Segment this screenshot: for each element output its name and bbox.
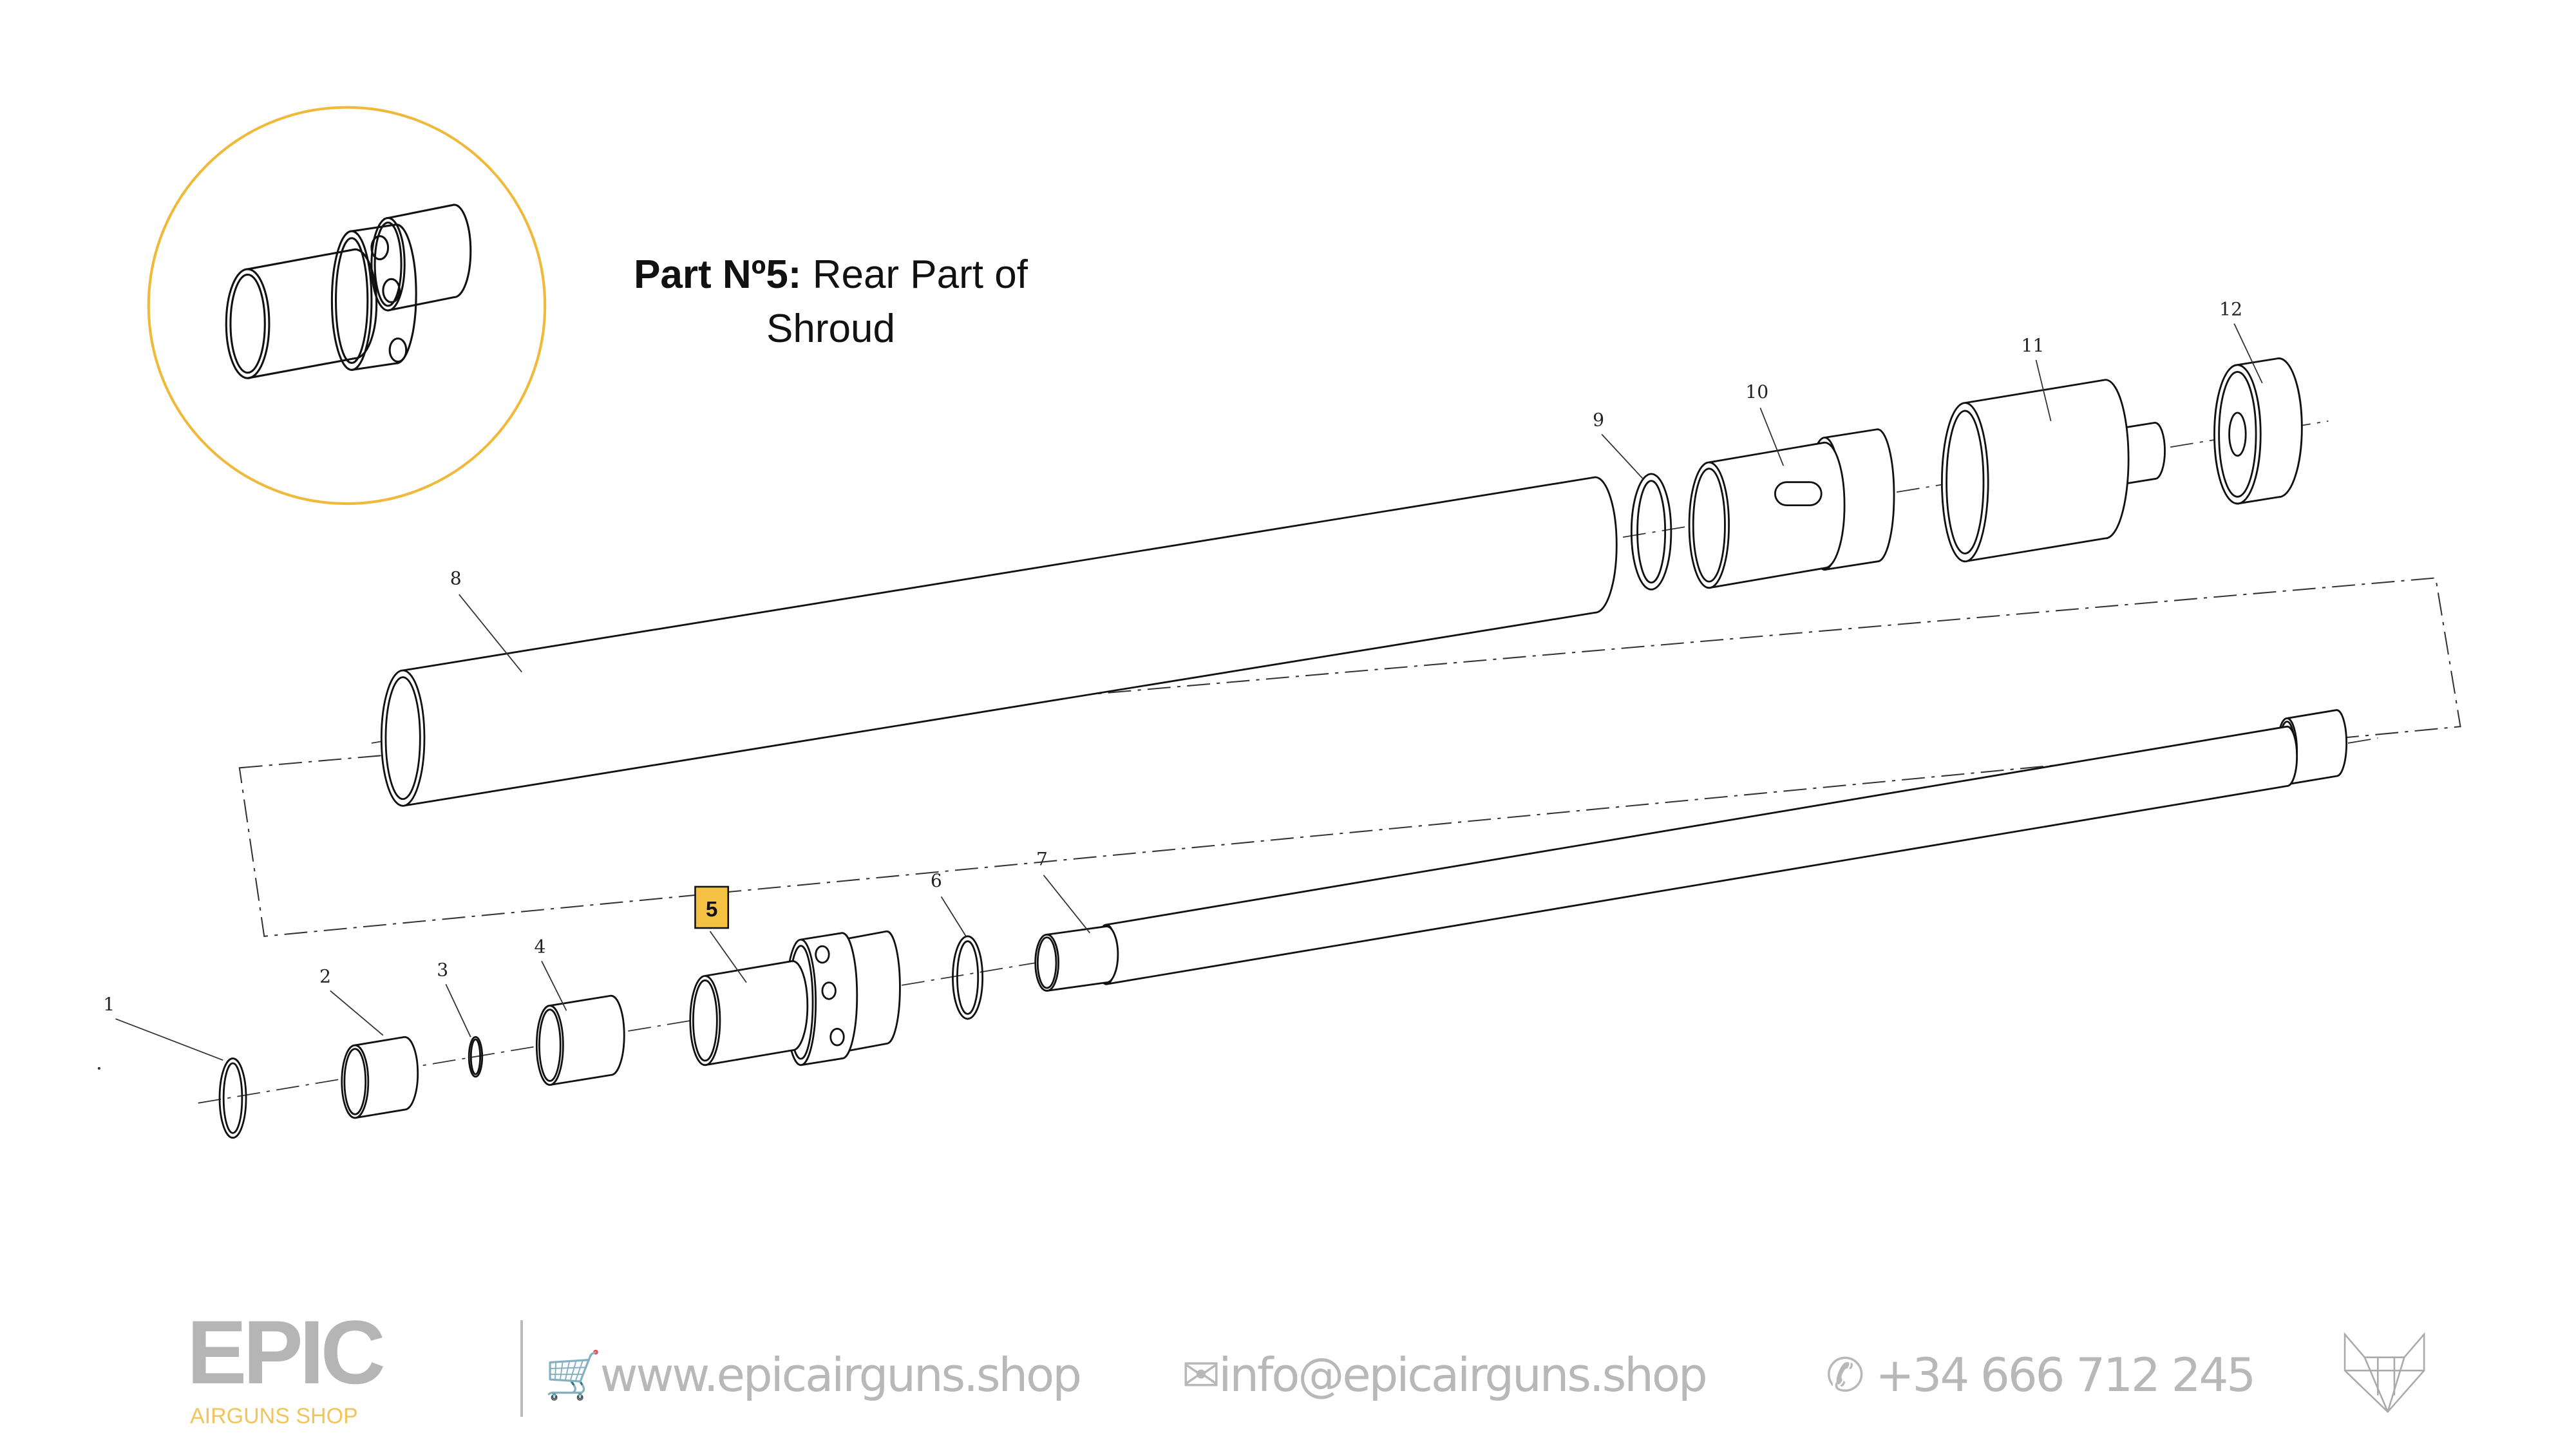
part-7-barrel (1095, 725, 2298, 985)
fox-head-icon (2344, 1332, 2425, 1414)
part-2 (341, 1036, 419, 1119)
part-11 (1940, 379, 2130, 563)
callout-number: 3 (437, 959, 448, 980)
callout-number: 9 (1593, 410, 1604, 431)
callout-number: 2 (319, 966, 331, 987)
leader-line (940, 896, 967, 937)
leader-line (459, 594, 522, 673)
part-4 (535, 994, 625, 1086)
leader-line (1043, 875, 1091, 934)
leader-line (445, 983, 471, 1037)
leader-line (2233, 323, 2263, 384)
part-7-front (1034, 925, 1119, 992)
highlight-number: 5 (706, 898, 718, 922)
inset-part-5 (147, 106, 547, 506)
callout-number: 10 (1745, 381, 1768, 402)
part-name: Rear Part of (812, 252, 1028, 297)
part-10 (1688, 441, 1846, 589)
email-link[interactable]: ✉info@epicairguns.shop (1182, 1348, 1708, 1402)
stray-dot (97, 1066, 100, 1070)
website-link[interactable]: 🛒www.epicairguns.shop (544, 1348, 1082, 1402)
leader-line (541, 960, 567, 1011)
part-number-label: Part Nº5: (634, 252, 802, 297)
part-8-tube (380, 476, 1618, 807)
leader-line (2035, 359, 2052, 422)
highlight-part-5-label[interactable]: 5 (694, 886, 747, 983)
cart-icon: 🛒 (544, 1348, 602, 1402)
part-5-front (689, 960, 809, 1066)
inset-circle (147, 106, 547, 506)
callout-number: 11 (2021, 335, 2044, 356)
callout-number: 4 (534, 936, 545, 957)
envelope-icon: ✉ (1182, 1348, 1220, 1402)
phone-link[interactable]: ✆ +34 666 712 245 (1826, 1348, 2256, 1402)
callout-number: 8 (450, 568, 462, 589)
part-6-o-ring (952, 935, 984, 1020)
callout-number: 7 (1036, 849, 1048, 870)
part-9-o-ring (1630, 473, 1672, 591)
leader-line (1601, 433, 1643, 480)
part-1-o-ring (218, 1057, 247, 1139)
whatsapp-icon: ✆ (1826, 1348, 1864, 1402)
leader-line (115, 1018, 223, 1061)
divider (520, 1320, 523, 1417)
inset-front (225, 248, 378, 379)
assembly-boundary (238, 577, 2461, 937)
callout-number: 1 (103, 994, 115, 1015)
part-3-o-ring (468, 1036, 484, 1078)
part-name-line2: Shroud (766, 307, 895, 351)
logo-subtitle: AIRGUNS SHOP (190, 1404, 358, 1428)
logo: EPIC (187, 1302, 386, 1403)
leader-line (1759, 408, 1785, 466)
page-title: Part Nº5: Rear Part of Shroud (541, 248, 1121, 356)
part-12 (2213, 357, 2303, 505)
callout-number: 12 (2219, 299, 2242, 320)
callout-number: 6 (931, 870, 942, 891)
leader-line (330, 990, 384, 1036)
inset-rear (370, 204, 472, 312)
